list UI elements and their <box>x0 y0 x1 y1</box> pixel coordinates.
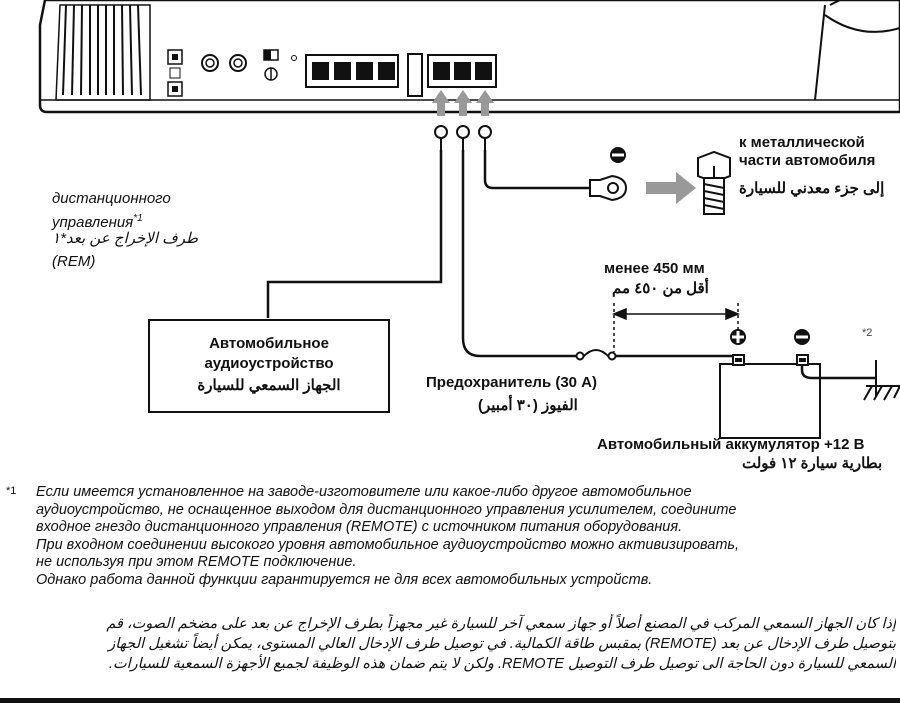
footnote-ru-line: Однако работа данной функции гарантирует… <box>36 571 653 588</box>
footnote-mark: *1 <box>6 485 17 497</box>
footnote-ru-line: аудиоустройство, не оснащенное выходом д… <box>36 501 737 518</box>
footnote-ar-line: إذا كان الجهاز السمعي المركب في المصنع أ… <box>106 616 896 632</box>
footnote-ru-line: При входном соединении высокого уровня а… <box>36 536 740 553</box>
length-dimension <box>612 303 740 352</box>
footnote-ru: Если имеется установленное на заводе-изг… <box>36 484 900 589</box>
ground-lug <box>589 174 628 202</box>
remote-label-ar: طرف الإخراج عن بعد*١ <box>52 230 198 247</box>
minus-icon <box>610 147 626 163</box>
footnote-ru-line: Если имеется установленное на заводе-изг… <box>36 484 692 500</box>
footnote-ar-line: السمعي للسيارة دون الحاجة الى توصيل طرف … <box>108 656 896 672</box>
amplifier <box>38 0 900 114</box>
car-audio-label-ru-2: аудиоустройство <box>204 355 334 372</box>
footnote-ar-line: بتوصيل طرف الإدخال عن بعد (REMOTE) بمقبس… <box>108 636 896 652</box>
footnote-ru-line: не используя при этом REMOTE подключение… <box>36 554 357 570</box>
car-audio-box: Автомобильное аудиоустройство الجهاز الس… <box>148 319 390 413</box>
bolt-icon <box>697 150 731 215</box>
ring-terminals <box>434 125 492 150</box>
bottom-rule <box>0 698 900 703</box>
length-label-ar: أقل من ٤٥٠ مم <box>612 280 709 297</box>
car-audio-label-ar: الجهاز السمعي للسيارة <box>197 377 341 394</box>
ground-footnote-ref: *2 <box>862 327 873 339</box>
terminal-arrows <box>432 90 494 116</box>
footnote-ru-line: входное гнездо дистанционного управления… <box>36 519 683 535</box>
fuse-label-ru: Предохранитель (30 A) <box>426 374 598 391</box>
length-label-ru: менее 450 мм <box>604 260 705 277</box>
metal-label-ar: إلى جزء معدني للسيارة <box>739 180 885 197</box>
arrow-to-metal-icon <box>646 172 696 204</box>
ground-symbol <box>863 360 900 401</box>
battery-label-ru: Автомобильный аккумулятор +12 В <box>597 436 865 453</box>
minus-icon <box>794 329 810 345</box>
remote-label-ru-2: управления*1 <box>52 213 143 231</box>
footnote-ar: إذا كان الجهاز السمعي المركب في المصنع أ… <box>20 614 896 674</box>
remote-label-ru-1: дистанционного <box>52 190 171 207</box>
plus-icon <box>730 329 746 345</box>
battery-label-ar: بطارية سيارة ١٢ فولت <box>742 455 883 472</box>
fuse-label-ar: الفيوز (٣٠ أمبير) <box>478 397 578 414</box>
remote-label-rem: (REM) <box>52 253 96 270</box>
metal-label-ru-2: части автомобиля <box>739 152 876 169</box>
battery <box>719 354 821 439</box>
metal-label-ru-1: к металлической <box>739 134 865 151</box>
car-audio-label-ru-1: Автомобильное <box>209 335 329 352</box>
